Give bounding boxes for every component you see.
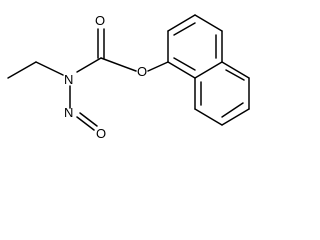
bond-naph-c4a-c5 xyxy=(221,61,250,79)
bond-naph-inner-3 xyxy=(173,57,196,71)
bond-nitroso-n-o-2 xyxy=(79,112,98,127)
bond-naph-c3-c4 xyxy=(194,14,223,32)
bond-naph-inner-1 xyxy=(173,22,196,36)
atom-label-nitroso-nitrogen: N xyxy=(64,105,73,120)
bond-nitroso-n-o-1 xyxy=(76,116,95,131)
bond-naph-c4a-c8a xyxy=(194,61,223,79)
bond-ethyl-c1-c2 xyxy=(7,61,37,79)
bond-naph-inner-5 xyxy=(221,102,244,118)
atom-label-ester-oxygen: O xyxy=(137,64,147,79)
bond-n-carbonyl-carbon xyxy=(76,57,102,73)
bond-naph-c6-c7 xyxy=(221,108,250,126)
bond-naph-c7-c8 xyxy=(194,108,223,126)
structure-diagram: N O O N O xyxy=(7,13,250,141)
bond-naph-inner-4 xyxy=(225,69,245,81)
atom-label-carbonyl-oxygen: O xyxy=(95,13,105,28)
atom-label-nitrogen: N xyxy=(64,72,73,87)
bond-ester-o-naphthyl xyxy=(147,61,169,72)
atom-label-nitroso-oxygen: O xyxy=(96,126,106,141)
bond-naph-c2-c3 xyxy=(167,14,196,32)
bond-ethyl-c2-n xyxy=(35,61,64,76)
bond-naph-c8a-c1 xyxy=(167,61,196,79)
bond-carbonyl-c-ester-o xyxy=(100,57,137,72)
